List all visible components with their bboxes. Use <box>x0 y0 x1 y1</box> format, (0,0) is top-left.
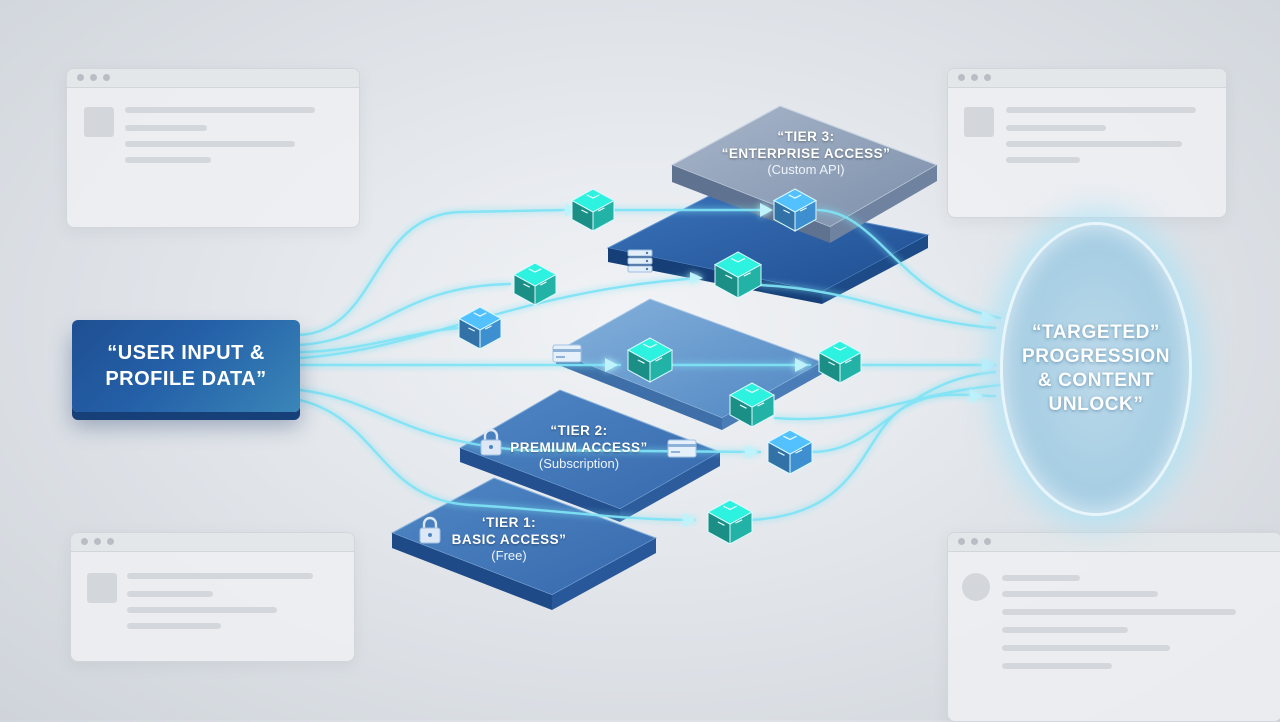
server-stack-icon <box>627 249 653 273</box>
input-label-line-2: PROFILE DATA” <box>105 368 267 390</box>
data-cube-icon <box>512 262 558 306</box>
flow-arrowheads <box>565 203 995 527</box>
window-titlebar <box>948 69 1226 88</box>
data-cube-icon <box>766 429 814 475</box>
data-cube-icon <box>772 188 818 232</box>
data-cubes <box>457 188 863 545</box>
lock-icon <box>480 428 502 456</box>
background-window-bottom-left <box>70 532 355 662</box>
window-titlebar <box>948 533 1280 552</box>
user-input-node: “USER INPUT & PROFILE DATA” <box>72 320 300 412</box>
outcome-line-3: & CONTENT <box>1037 370 1155 391</box>
flow-lines <box>298 208 1002 522</box>
targeted-progression-node: “TARGETED” PROGRESSION & CONTENT UNLOCK” <box>1000 222 1192 516</box>
credit-card-icon <box>552 344 582 363</box>
outcome-line-4: UNLOCK” <box>1048 394 1144 415</box>
data-cube-icon <box>457 306 503 350</box>
window-titlebar <box>67 69 359 88</box>
background-window-bottom-right <box>947 532 1280 722</box>
data-cube-icon <box>570 188 616 232</box>
outcome-line-2: PROGRESSION <box>1021 346 1171 367</box>
lock-icon <box>419 516 441 544</box>
background-window-top-left <box>66 68 360 228</box>
credit-card-icon <box>667 439 697 458</box>
data-cube-icon <box>713 251 763 299</box>
background-window-top-right <box>947 68 1227 218</box>
data-cube-icon <box>706 499 754 545</box>
input-label-line-1: “USER INPUT & <box>107 342 265 364</box>
platform-tier-1-basic <box>390 477 658 610</box>
outcome-line-1: “TARGETED” <box>1031 322 1161 343</box>
window-titlebar <box>71 533 354 552</box>
data-cube-icon <box>728 382 776 428</box>
data-cube-icon <box>817 340 863 384</box>
data-cube-icon <box>626 337 674 383</box>
